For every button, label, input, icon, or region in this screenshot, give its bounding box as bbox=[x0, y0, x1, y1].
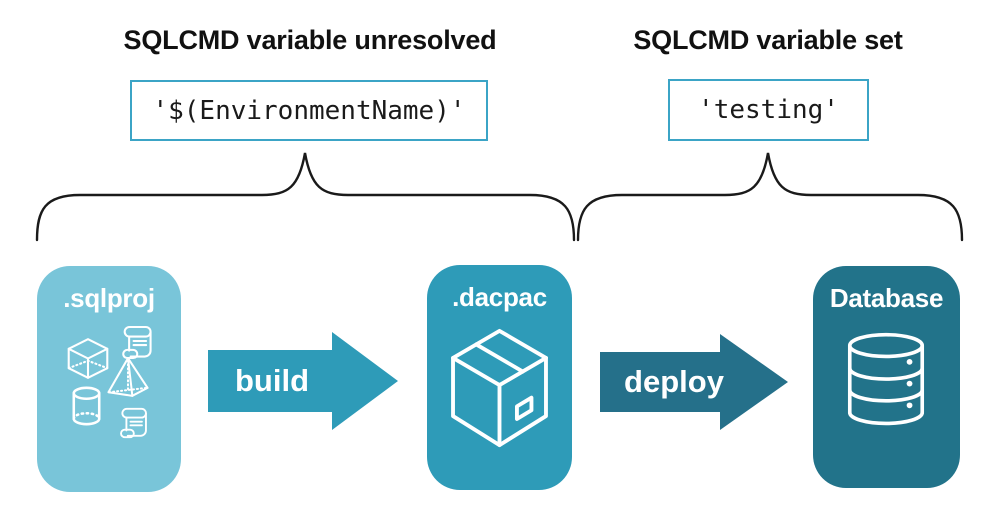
package-icon bbox=[451, 328, 548, 448]
database-icon bbox=[847, 332, 925, 426]
left-brace-shape bbox=[35, 152, 576, 242]
deploy-arrow bbox=[600, 334, 788, 430]
pyramid-icon bbox=[107, 357, 149, 397]
build-arrow-shape bbox=[208, 332, 398, 430]
stage-sqlproj: .sqlproj bbox=[37, 266, 181, 492]
cube-icon bbox=[67, 338, 109, 379]
code-value-unresolved: '$(EnvironmentName)' bbox=[152, 95, 466, 126]
stage-database: Database bbox=[813, 266, 960, 488]
code-box-unresolved: '$(EnvironmentName)' bbox=[130, 80, 488, 141]
heading-set: SQLCMD variable set bbox=[633, 25, 903, 55]
deploy-arrow-label: deploy bbox=[624, 364, 724, 399]
stage-dacpac: .dacpac bbox=[427, 265, 572, 490]
scroll-icon bbox=[122, 325, 152, 360]
build-arrow bbox=[208, 332, 398, 430]
heading-unresolved: SQLCMD variable unresolved bbox=[123, 25, 497, 55]
cylinder-icon bbox=[72, 386, 101, 426]
stage-sqlproj-label: .sqlproj bbox=[63, 283, 155, 313]
stage-dacpac-label: .dacpac bbox=[452, 282, 547, 312]
right-brace-shape bbox=[576, 152, 964, 242]
deploy-arrow-shape bbox=[600, 334, 788, 430]
code-value-set: 'testing' bbox=[698, 95, 839, 125]
build-arrow-label: build bbox=[234, 363, 310, 398]
scroll-icon bbox=[120, 407, 147, 439]
stage-database-label: Database bbox=[829, 283, 944, 313]
code-box-set: 'testing' bbox=[668, 79, 869, 141]
